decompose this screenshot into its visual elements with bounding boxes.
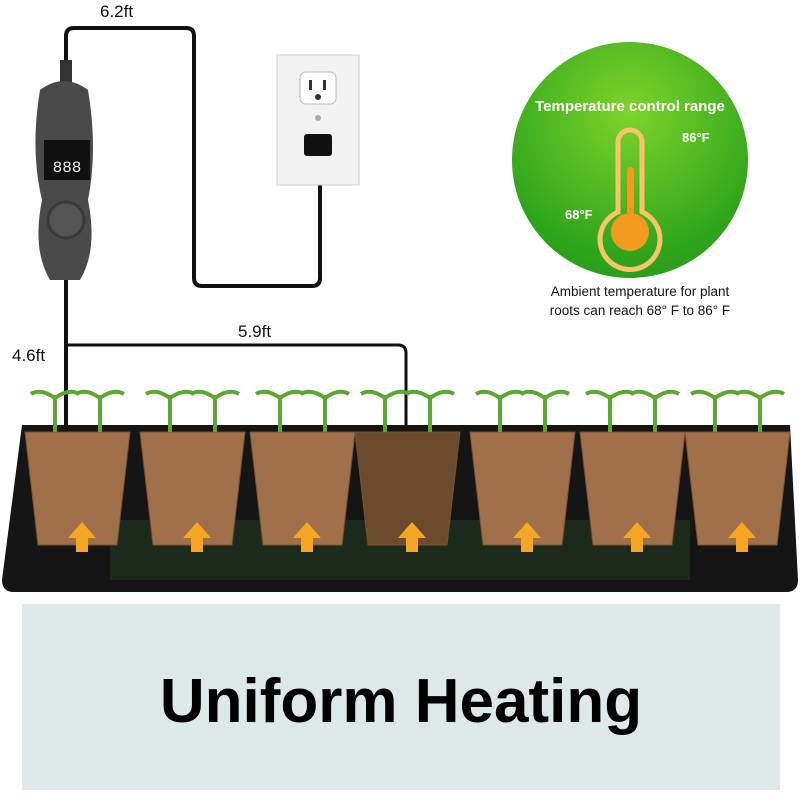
max-temperature: 86°F: [682, 130, 710, 145]
note-line: roots can reach 68° F to 86° F: [549, 303, 731, 318]
seedling: [734, 389, 786, 432]
cable-length-label: 5.9ft: [238, 322, 272, 341]
headline: Uniform Heating: [159, 667, 643, 736]
seedling: [629, 389, 681, 432]
peat-pot: [579, 431, 686, 546]
power-cable: [64, 26, 322, 288]
heat-arrow-icon: [623, 522, 651, 552]
peat-pot: [24, 431, 131, 546]
heat-arrow-icon: [398, 522, 426, 552]
thermometer-icon: [597, 127, 663, 272]
heat-arrow-icon: [728, 522, 756, 552]
cable-length-label: 4.6ft: [12, 346, 46, 365]
note-line: Ambient temperature for plant: [550, 284, 730, 299]
seedling: [299, 389, 351, 432]
seedling: [74, 389, 126, 432]
controller-display: 888: [53, 159, 82, 177]
wall-outlet: [276, 54, 360, 186]
min-temperature: 68°F: [565, 207, 593, 222]
seedling: [189, 389, 241, 432]
thermostat-controller: [35, 60, 93, 280]
peat-pot: [249, 431, 356, 546]
mat-cable: [66, 343, 408, 440]
peat-pot: [684, 431, 791, 546]
seedling: [519, 389, 571, 432]
heat-arrow-icon: [183, 522, 211, 552]
heat-arrow-icon: [513, 522, 541, 552]
temperature-badge: Temperature control range 86°F 68°F: [512, 42, 748, 278]
seedling: [404, 389, 456, 432]
temperature-note: Ambient temperature for plant roots can …: [520, 282, 760, 320]
badge-title: Temperature control range: [535, 98, 725, 115]
heat-arrow-icon: [293, 522, 321, 552]
headline-panel: Uniform Heating: [22, 604, 780, 790]
peat-pot: [139, 431, 246, 546]
heat-arrow-icon: [68, 522, 96, 552]
cable-length-label: 6.2ft: [100, 2, 134, 21]
peat-pot: [469, 431, 576, 546]
peat-pot: [354, 431, 461, 546]
